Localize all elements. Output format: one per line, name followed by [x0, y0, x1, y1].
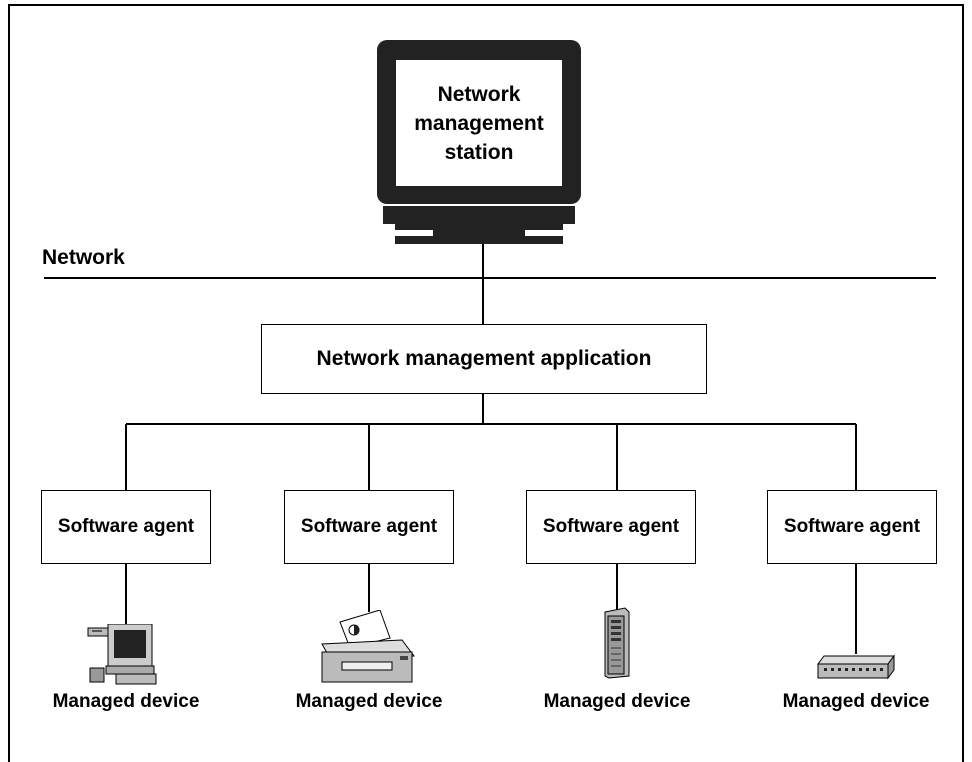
- software-agent-label: Software agent: [57, 516, 195, 537]
- software-agent-label: Software agent: [783, 516, 921, 537]
- software-agent-box-2: Software agent: [284, 490, 454, 564]
- software-agent-box-1: Software agent: [41, 490, 211, 564]
- network-label: Network: [42, 246, 125, 269]
- application-label: Network management application: [316, 347, 652, 370]
- managed-device-label-4: Managed device: [782, 691, 930, 712]
- printer-icon: [321, 610, 415, 683]
- station-label: Network management station: [414, 82, 544, 164]
- desktop-computer-icon: [87, 624, 157, 685]
- managed-device-label-3: Managed device: [543, 691, 691, 712]
- managed-device-label-2: Managed device: [295, 691, 443, 712]
- monitor-icon: [377, 40, 581, 244]
- network-management-application-box: Network management application: [261, 324, 707, 394]
- software-agent-box-4: Software agent: [767, 490, 937, 564]
- software-agent-label: Software agent: [542, 516, 680, 537]
- managed-device-label-1: Managed device: [52, 691, 200, 712]
- software-agent-box-3: Software agent: [526, 490, 696, 564]
- software-agent-label: Software agent: [300, 516, 438, 537]
- network-hub-icon: [817, 654, 895, 680]
- server-tower-icon: [604, 607, 630, 679]
- diagram-frame: [8, 4, 964, 762]
